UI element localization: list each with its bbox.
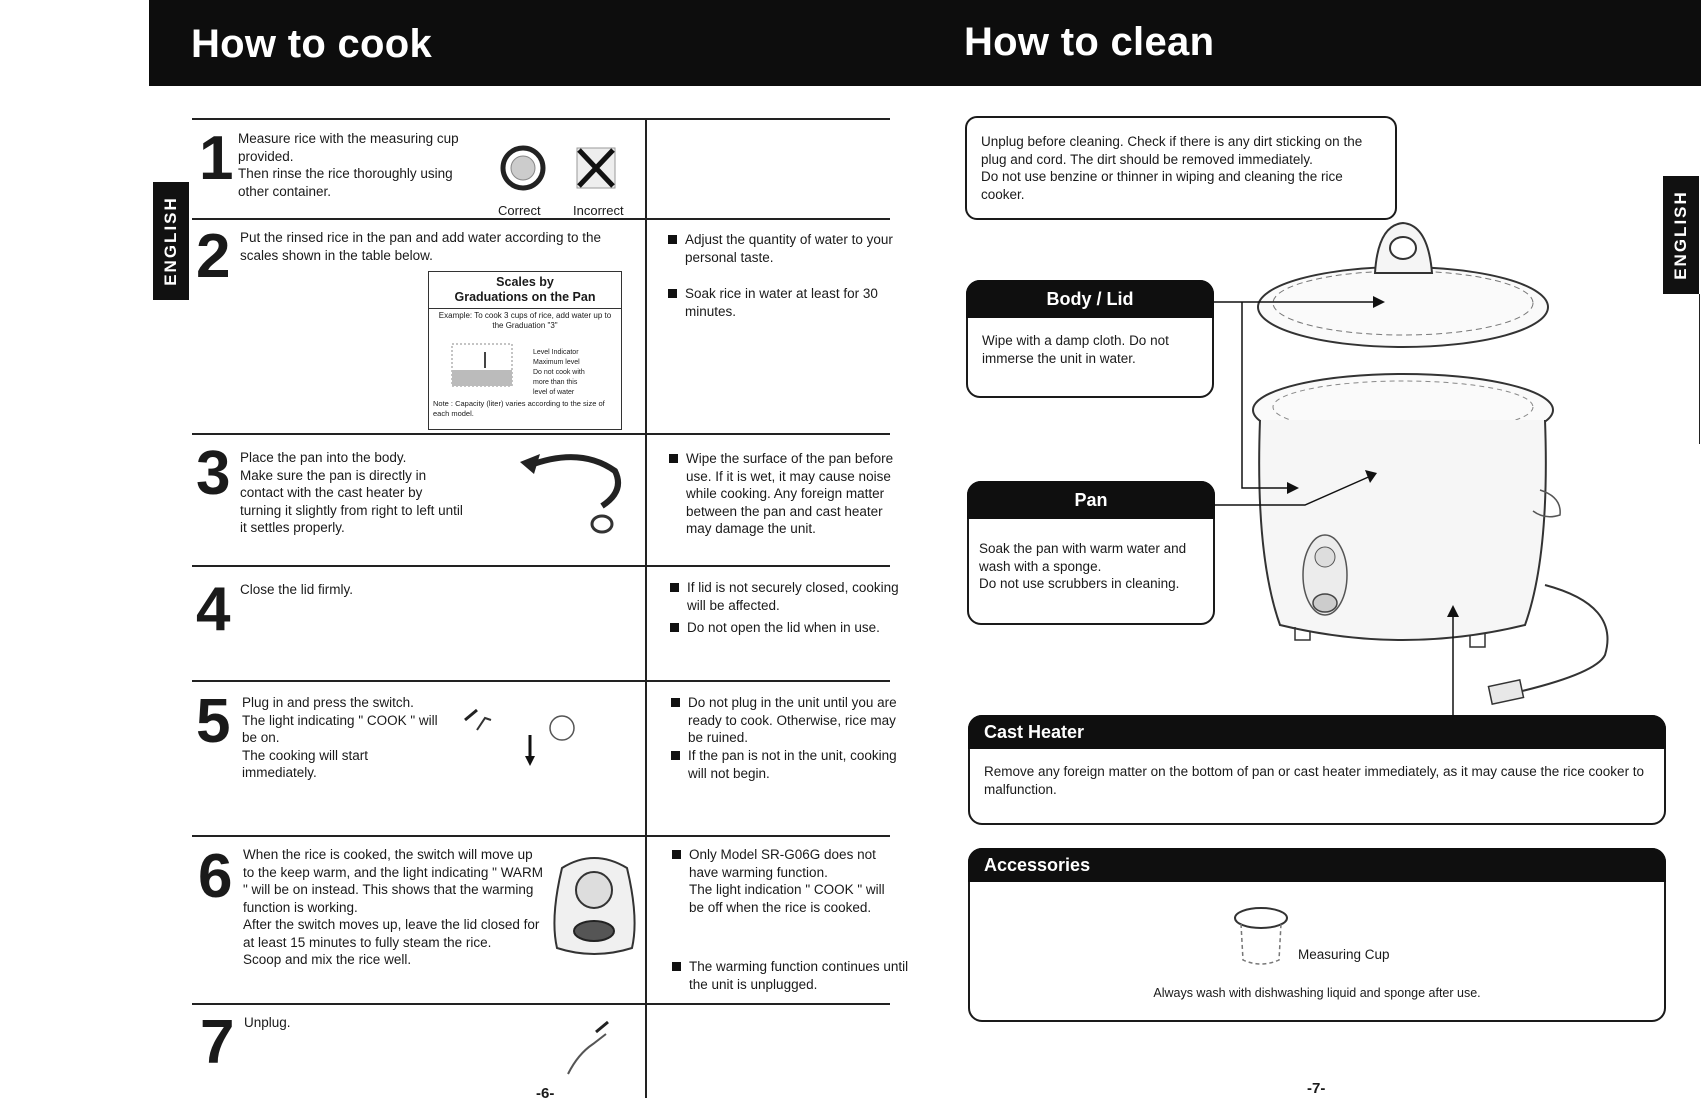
accessories-box: Accessories Measuring Cup Always wash wi… bbox=[968, 848, 1666, 1022]
step-text: Measure rice with the measuring cup prov… bbox=[238, 131, 459, 199]
measuring-cup-label: Measuring Cup bbox=[1298, 947, 1390, 962]
page-title-how-to-cook: How to cook bbox=[191, 22, 433, 66]
connector-arrows bbox=[1213, 296, 1459, 715]
accessories-note: Always wash with dishwashing liquid and … bbox=[1153, 986, 1481, 1000]
page-title-how-to-clean: How to clean bbox=[964, 20, 1215, 64]
cast-heater-box: Cast Heater Remove any foreign matter on… bbox=[968, 715, 1666, 825]
control-panel-illustration bbox=[553, 857, 636, 955]
column-divider bbox=[645, 118, 647, 1098]
pan-box: Pan Soak the pan with warm water and was… bbox=[967, 481, 1215, 625]
step-number: 6 bbox=[198, 842, 233, 911]
incorrect-label: Incorrect bbox=[573, 203, 624, 218]
cast-heater-title: Cast Heater bbox=[984, 722, 1085, 742]
scales-table: Scales by Graduations on the Pan Example… bbox=[428, 271, 622, 430]
tip-note: Only Model SR-G06G does not have warming… bbox=[672, 846, 899, 916]
step-text: When the rice is cooked, the switch will… bbox=[243, 847, 543, 967]
correct-label: Correct bbox=[498, 203, 541, 218]
step-number: 1 bbox=[199, 124, 234, 193]
clean-header-bar: How to clean bbox=[926, 0, 1701, 86]
step-text: Plug in and press the switch. The light … bbox=[242, 695, 438, 780]
tip-note: If the pan is not in the unit, cooking w… bbox=[671, 747, 908, 782]
step-text: Put the rinsed rice in the pan and add w… bbox=[240, 230, 601, 263]
step-number: 5 bbox=[196, 687, 231, 756]
tip-note: If lid is not securely closed, cooking w… bbox=[670, 579, 902, 614]
body-lid-box: Body / Lid Wipe with a damp cloth. Do no… bbox=[966, 280, 1214, 398]
cast-heater-text: Remove any foreign matter on the bottom … bbox=[984, 764, 1645, 797]
step-text: Place the pan into the body. Make sure t… bbox=[240, 450, 463, 535]
tip-note: Do not plug in the unit until you are re… bbox=[671, 694, 908, 747]
step-number: 3 bbox=[196, 439, 231, 508]
intro-box: Unplug before cleaning. Check if there i… bbox=[965, 116, 1397, 220]
divider bbox=[192, 1003, 890, 1005]
cast-heater-title-bar: Cast Heater bbox=[968, 715, 1666, 749]
tip-note: Do not open the lid when in use. bbox=[670, 619, 902, 637]
switch-illustration bbox=[464, 708, 575, 766]
scales-example: Example: To cook 3 cups of rice, add wat… bbox=[438, 311, 612, 330]
unplug-illustration bbox=[567, 1020, 609, 1075]
pan-title: Pan bbox=[1074, 490, 1108, 510]
step-number: 4 bbox=[196, 575, 231, 644]
cook-header-bar: How to cook bbox=[149, 0, 926, 86]
accessories-title: Accessories bbox=[984, 855, 1091, 875]
tip-note: Adjust the quantity of water to your per… bbox=[668, 231, 900, 266]
divider bbox=[192, 118, 890, 120]
pan-scale-illustration bbox=[451, 343, 513, 387]
tip-note: The warming function continues until the… bbox=[672, 958, 919, 993]
step-text: Unplug. bbox=[244, 1015, 291, 1030]
body-lid-title: Body / Lid bbox=[1046, 289, 1134, 309]
tip-note: Wipe the surface of the pan before use. … bbox=[669, 450, 901, 538]
body-lid-text: Wipe with a damp cloth. Do not immerse t… bbox=[982, 333, 1169, 366]
pan-text: Soak the pan with warm water and wash wi… bbox=[979, 541, 1187, 591]
step-number: 2 bbox=[196, 222, 231, 291]
lang-tab-left: ENGLISH bbox=[153, 182, 189, 300]
page-number-left: -6- bbox=[536, 1085, 555, 1102]
divider bbox=[192, 680, 890, 682]
scales-title: Scales by Graduations on the Pan bbox=[429, 272, 621, 309]
measuring-cup-icon bbox=[1234, 907, 1288, 965]
scales-note: Note : Capacity (liter) varies according… bbox=[433, 399, 605, 418]
lang-tab-label: ENGLISH bbox=[161, 196, 180, 286]
divider bbox=[192, 218, 890, 220]
rice-cooker-illustration bbox=[1252, 221, 1609, 705]
lang-tab-label: ENGLISH bbox=[1671, 190, 1690, 280]
right-edge-line bbox=[1699, 294, 1700, 444]
intro-text: Unplug before cleaning. Check if there i… bbox=[981, 134, 1363, 202]
divider bbox=[192, 433, 890, 435]
pan-placement-illustration bbox=[520, 454, 621, 534]
lang-tab-right: ENGLISH bbox=[1663, 176, 1699, 294]
step-text: Close the lid firmly. bbox=[240, 582, 354, 597]
divider bbox=[192, 835, 890, 837]
pan-title-bar: Pan bbox=[967, 481, 1215, 519]
rice-washing-illustration bbox=[500, 145, 616, 191]
divider bbox=[192, 565, 890, 567]
accessories-title-bar: Accessories bbox=[968, 848, 1666, 882]
page-number-right: -7- bbox=[1307, 1080, 1326, 1097]
body-lid-title-bar: Body / Lid bbox=[966, 280, 1214, 318]
scales-labels: Level Indicator Maximum level Do not coo… bbox=[533, 349, 585, 396]
tip-note: Soak rice in water at least for 30 minut… bbox=[668, 285, 900, 320]
step-number: 7 bbox=[200, 1008, 235, 1077]
